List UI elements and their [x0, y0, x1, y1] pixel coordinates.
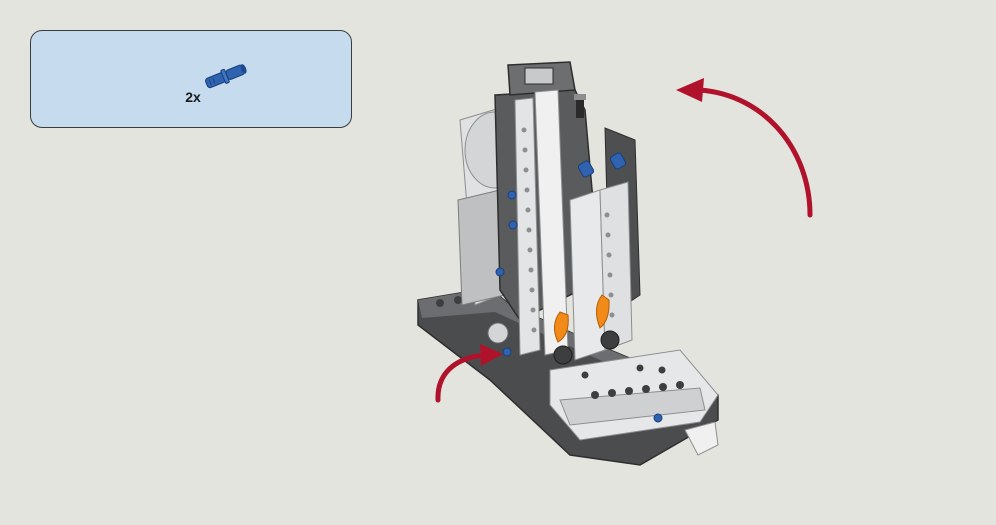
- blue-axle-pin-icon: [205, 64, 247, 89]
- rotate-arrow-icon: [676, 78, 813, 218]
- part-quantity-label: 2x: [185, 89, 201, 105]
- parts-callout-box: 2x: [30, 30, 352, 128]
- lego-assembly-illustration: [417, 61, 719, 466]
- insert-arrow-icon: [435, 344, 503, 403]
